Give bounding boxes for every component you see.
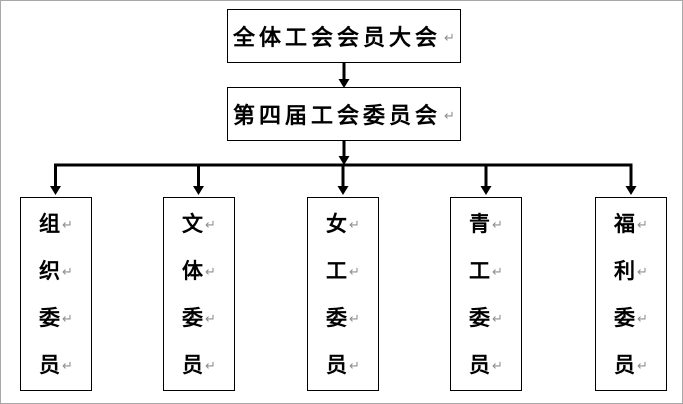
char: 体 bbox=[182, 258, 204, 283]
vertical-char-row: 委 ↵ bbox=[614, 307, 648, 328]
vertical-char-row: 员 ↵ bbox=[614, 354, 648, 375]
vertical-char-row: 织 ↵ bbox=[39, 260, 73, 281]
return-mark-icon: ↵ bbox=[637, 359, 648, 374]
return-mark-icon: ↵ bbox=[349, 218, 360, 233]
members-congress-label: 全体工会会员大会 bbox=[233, 25, 442, 51]
char: 文 bbox=[182, 211, 204, 236]
char: 员 bbox=[469, 352, 491, 377]
char: 织 bbox=[39, 258, 61, 283]
vertical-char-row: 员 ↵ bbox=[182, 354, 216, 375]
return-mark-icon: ↵ bbox=[205, 359, 216, 374]
char: 女 bbox=[326, 211, 348, 236]
vertical-char-row: 委 ↵ bbox=[326, 307, 360, 328]
return-mark-icon: ↵ bbox=[62, 265, 73, 280]
return-mark-icon: ↵ bbox=[349, 265, 360, 280]
return-mark-icon: ↵ bbox=[62, 359, 73, 374]
vertical-char-row: 员 ↵ bbox=[326, 354, 360, 375]
vertical-char-row: 利 ↵ bbox=[614, 260, 648, 281]
return-mark-icon: ↵ bbox=[205, 218, 216, 233]
org-box-welfare-committee: 福 ↵ 利 ↵ 委 ↵ 员 ↵ bbox=[595, 197, 667, 391]
vertical-char-row: 工 ↵ bbox=[469, 260, 503, 281]
return-mark-icon: ↵ bbox=[205, 312, 216, 327]
char: 委 bbox=[469, 305, 491, 330]
char: 组 bbox=[39, 211, 61, 236]
return-mark-icon: ↵ bbox=[205, 265, 216, 280]
return-mark-icon: ↵ bbox=[62, 218, 73, 233]
org-box-youth-workers-committee: 青 ↵ 工 ↵ 委 ↵ 员 ↵ bbox=[450, 197, 522, 391]
return-mark-icon: ↵ bbox=[444, 108, 455, 124]
char: 员 bbox=[182, 352, 204, 377]
vertical-char-row: 体 ↵ bbox=[182, 260, 216, 281]
return-mark-icon: ↵ bbox=[492, 359, 503, 374]
char: 青 bbox=[469, 211, 491, 236]
return-mark-icon: ↵ bbox=[349, 312, 360, 327]
return-mark-icon: ↵ bbox=[62, 312, 73, 327]
connector-top-arrow bbox=[338, 63, 350, 88]
char: 福 bbox=[614, 211, 636, 236]
return-mark-icon: ↵ bbox=[444, 30, 455, 46]
connector-branch-arrow-2 bbox=[193, 163, 204, 195]
char: 委 bbox=[39, 305, 61, 330]
char: 委 bbox=[614, 305, 636, 330]
vertical-char-row: 福 ↵ bbox=[614, 213, 648, 234]
connector-trunk-arrow bbox=[338, 141, 350, 165]
vertical-char-row: 文 ↵ bbox=[182, 213, 216, 234]
return-mark-icon: ↵ bbox=[637, 265, 648, 280]
char: 员 bbox=[614, 352, 636, 377]
connector-branch-arrow-5 bbox=[625, 163, 637, 195]
char: 利 bbox=[614, 258, 636, 283]
vertical-char-row: 女 ↵ bbox=[326, 213, 360, 234]
org-box-members-congress: 全体工会会员大会 ↵ bbox=[227, 9, 461, 63]
char: 工 bbox=[326, 258, 348, 283]
char: 员 bbox=[326, 352, 348, 377]
vertical-char-row: 委 ↵ bbox=[182, 307, 216, 328]
connector-branch-arrow-3 bbox=[337, 163, 349, 195]
org-box-organization-committee: 组 ↵ 织 ↵ 委 ↵ 员 ↵ bbox=[20, 197, 92, 391]
char: 委 bbox=[182, 305, 204, 330]
return-mark-icon: ↵ bbox=[637, 312, 648, 327]
return-mark-icon: ↵ bbox=[492, 218, 503, 233]
return-mark-icon: ↵ bbox=[492, 312, 503, 327]
vertical-char-row: 委 ↵ bbox=[39, 307, 73, 328]
vertical-char-row: 工 ↵ bbox=[326, 260, 360, 281]
connector-branch-arrow-4 bbox=[480, 163, 492, 195]
return-mark-icon: ↵ bbox=[349, 359, 360, 374]
vertical-char-row: 组 ↵ bbox=[39, 213, 73, 234]
org-box-union-committee: 第四届工会委员会 ↵ bbox=[227, 87, 461, 141]
vertical-char-row: 员 ↵ bbox=[469, 354, 503, 375]
char: 员 bbox=[39, 352, 61, 377]
vertical-char-row: 青 ↵ bbox=[469, 213, 503, 234]
org-box-culture-sports-committee: 文 ↵ 体 ↵ 委 ↵ 员 ↵ bbox=[163, 197, 235, 391]
char: 工 bbox=[469, 258, 491, 283]
vertical-char-row: 员 ↵ bbox=[39, 354, 73, 375]
union-committee-label: 第四届工会委员会 bbox=[233, 103, 442, 129]
return-mark-icon: ↵ bbox=[637, 218, 648, 233]
char: 委 bbox=[326, 305, 348, 330]
connector-branch-arrow-1 bbox=[50, 163, 61, 195]
vertical-char-row: 委 ↵ bbox=[469, 307, 503, 328]
return-mark-icon: ↵ bbox=[492, 265, 503, 280]
org-box-women-workers-committee: 女 ↵ 工 ↵ 委 ↵ 员 ↵ bbox=[307, 197, 379, 391]
